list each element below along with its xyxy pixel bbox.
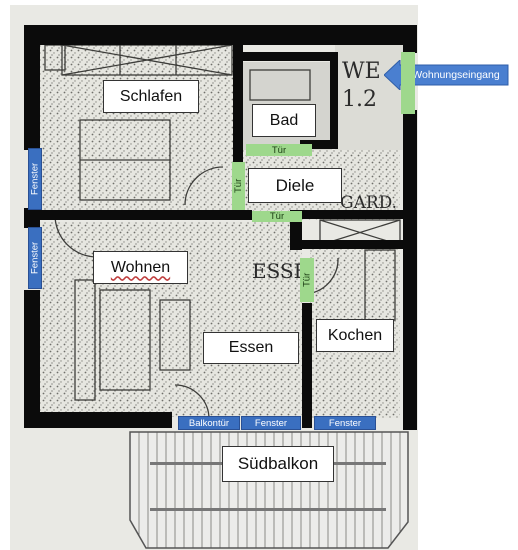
wall-bath-right xyxy=(330,52,338,147)
window-tag-schlafen: Fenster xyxy=(28,148,42,210)
plan-text-gard: GARD. xyxy=(340,193,397,213)
wall-bedroom-bath xyxy=(233,35,243,213)
wall-top xyxy=(24,25,417,45)
entrance-arrow-icon xyxy=(384,60,509,90)
wall-hall-bottom xyxy=(302,210,410,219)
schlafen-floor xyxy=(40,40,235,215)
wall-kitchen-left xyxy=(302,303,312,428)
window-tag-wohnen: Fenster xyxy=(28,227,42,289)
wall-right-top xyxy=(403,25,417,53)
door-tag-wohnen: Tür xyxy=(252,211,302,222)
wall-bath-bottom xyxy=(300,140,338,149)
wall-left-middle xyxy=(24,208,40,228)
plan-text-unit: 1.2 xyxy=(342,87,377,112)
door-tag-bad: Tür xyxy=(246,144,312,156)
wall-left-upper xyxy=(24,25,40,150)
entrance-label: Wohnungseingang xyxy=(412,69,500,81)
room-label-diele: Diele xyxy=(248,168,342,203)
wall-bottom-left xyxy=(24,412,172,428)
door-tag-schlafen: Tür xyxy=(232,162,245,210)
room-label-kochen: Kochen xyxy=(316,319,394,352)
wall-right xyxy=(403,110,417,430)
room-label-bad: Bad xyxy=(252,104,316,137)
room-label-wohnen: Wohnen xyxy=(93,251,188,284)
room-label-essen: Essen xyxy=(203,332,299,364)
plan-text-esse: ESSE xyxy=(252,259,308,283)
balcony-slab xyxy=(129,431,409,549)
balcony-door-tag: Balkontür xyxy=(178,416,240,430)
wall-mid-horizontal xyxy=(40,210,252,220)
room-label-suedbalkon: Südbalkon xyxy=(222,446,334,482)
plan-text-we: WE xyxy=(342,59,381,84)
door-tag-kochen: Tür xyxy=(300,258,314,302)
wall-left-lower xyxy=(24,290,40,428)
window-tag-kochen: Fenster xyxy=(314,416,376,430)
entrance-area xyxy=(335,45,405,150)
entrance-door xyxy=(401,52,415,114)
wall-kitchen-top xyxy=(302,240,410,249)
window-tag-essen: Fenster xyxy=(241,416,301,430)
wall-bath-top xyxy=(240,52,335,61)
balcony-rail-bottom xyxy=(150,508,386,511)
room-label-schlafen: Schlafen xyxy=(103,80,199,113)
walls xyxy=(24,25,417,430)
